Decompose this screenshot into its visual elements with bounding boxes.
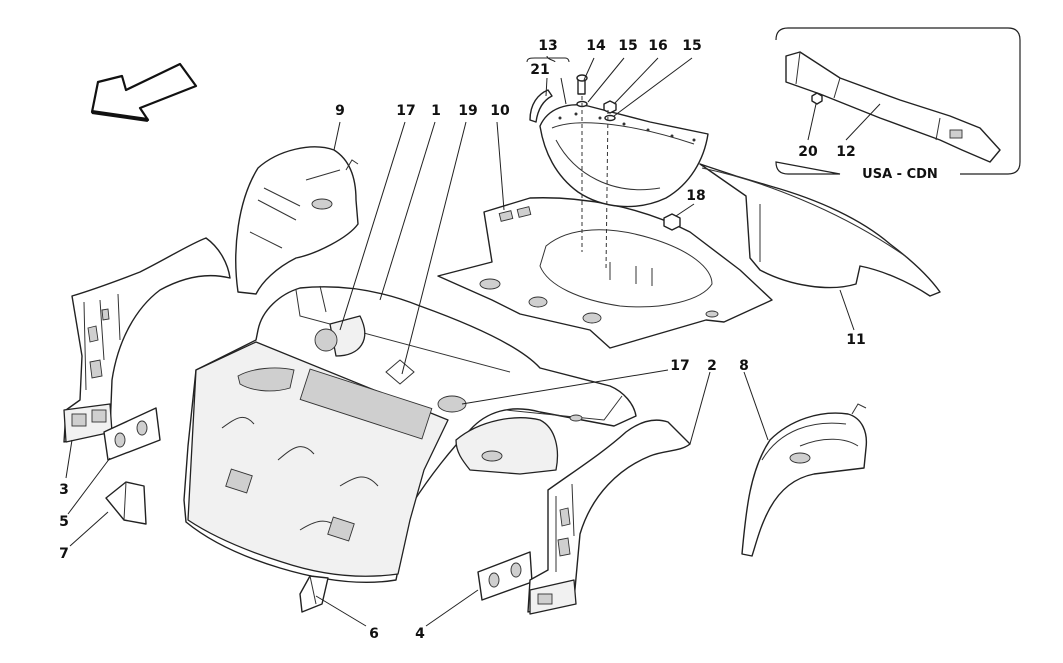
- part-7-corner-bracket: [105, 481, 147, 525]
- part-18-grommet: [663, 213, 681, 231]
- callout-12: 12: [836, 144, 855, 160]
- callout-19: 19: [458, 103, 477, 119]
- callout-15b: 15: [682, 38, 701, 54]
- callout-21: 21: [530, 62, 549, 78]
- part-12-bumper-reinforcement: [785, 51, 1001, 163]
- callout-15a: 15: [618, 38, 637, 54]
- part-3-left-quarter-panel: [63, 237, 231, 443]
- callout-labels: 1 2 3 4 5 6 7 8 9 10 11 12 13 14 15 16 1…: [59, 38, 866, 642]
- callout-17b: 17: [670, 358, 689, 374]
- callout-14: 14: [586, 38, 606, 54]
- part-13-spare-wheel-tub: [539, 104, 709, 208]
- assembly-line-2: [605, 109, 609, 271]
- direction-arrow-icon: [90, 62, 198, 122]
- callout-9: 9: [335, 103, 345, 119]
- part-4-bracket-plate: [477, 551, 533, 601]
- part-11-rear-cover: [699, 163, 941, 297]
- callout-3: 3: [59, 482, 69, 498]
- callout-1: 1: [431, 103, 441, 119]
- part-5-bracket-plate: [103, 407, 161, 461]
- callout-5: 5: [59, 514, 69, 530]
- leader-lines: [65, 55, 881, 627]
- part-6-angled-bracket: [299, 575, 329, 613]
- hardware-15-washer-right: [604, 114, 616, 122]
- callout-2: 2: [707, 358, 717, 374]
- callout-18: 18: [686, 188, 705, 204]
- callout-17a: 17: [396, 103, 415, 119]
- hardware-16-nut: [603, 100, 617, 114]
- part-10-spare-wheel-floor: [437, 197, 773, 349]
- inset-label: USA - CDN: [862, 167, 938, 182]
- callout-20: 20: [798, 144, 818, 160]
- callout-4: 4: [415, 626, 425, 642]
- callout-8: 8: [739, 358, 749, 374]
- part-20-nut: [811, 92, 823, 105]
- part-8-wheelhouse-liner: [741, 403, 868, 557]
- part-2-right-quarter-panel: [527, 419, 691, 615]
- part-21-seal-strip: [529, 89, 553, 123]
- callout-6: 6: [369, 626, 379, 642]
- callout-11: 11: [846, 332, 865, 348]
- part-9-wheelhouse-cover: [235, 146, 359, 295]
- callout-7: 7: [59, 546, 69, 562]
- callout-16: 16: [648, 38, 667, 54]
- callout-10: 10: [490, 103, 510, 119]
- part-1-rear-panel-assembly: [183, 285, 637, 584]
- inset-usa-cdn: USA - CDN: [775, 27, 1021, 182]
- callout-13: 13: [538, 38, 557, 54]
